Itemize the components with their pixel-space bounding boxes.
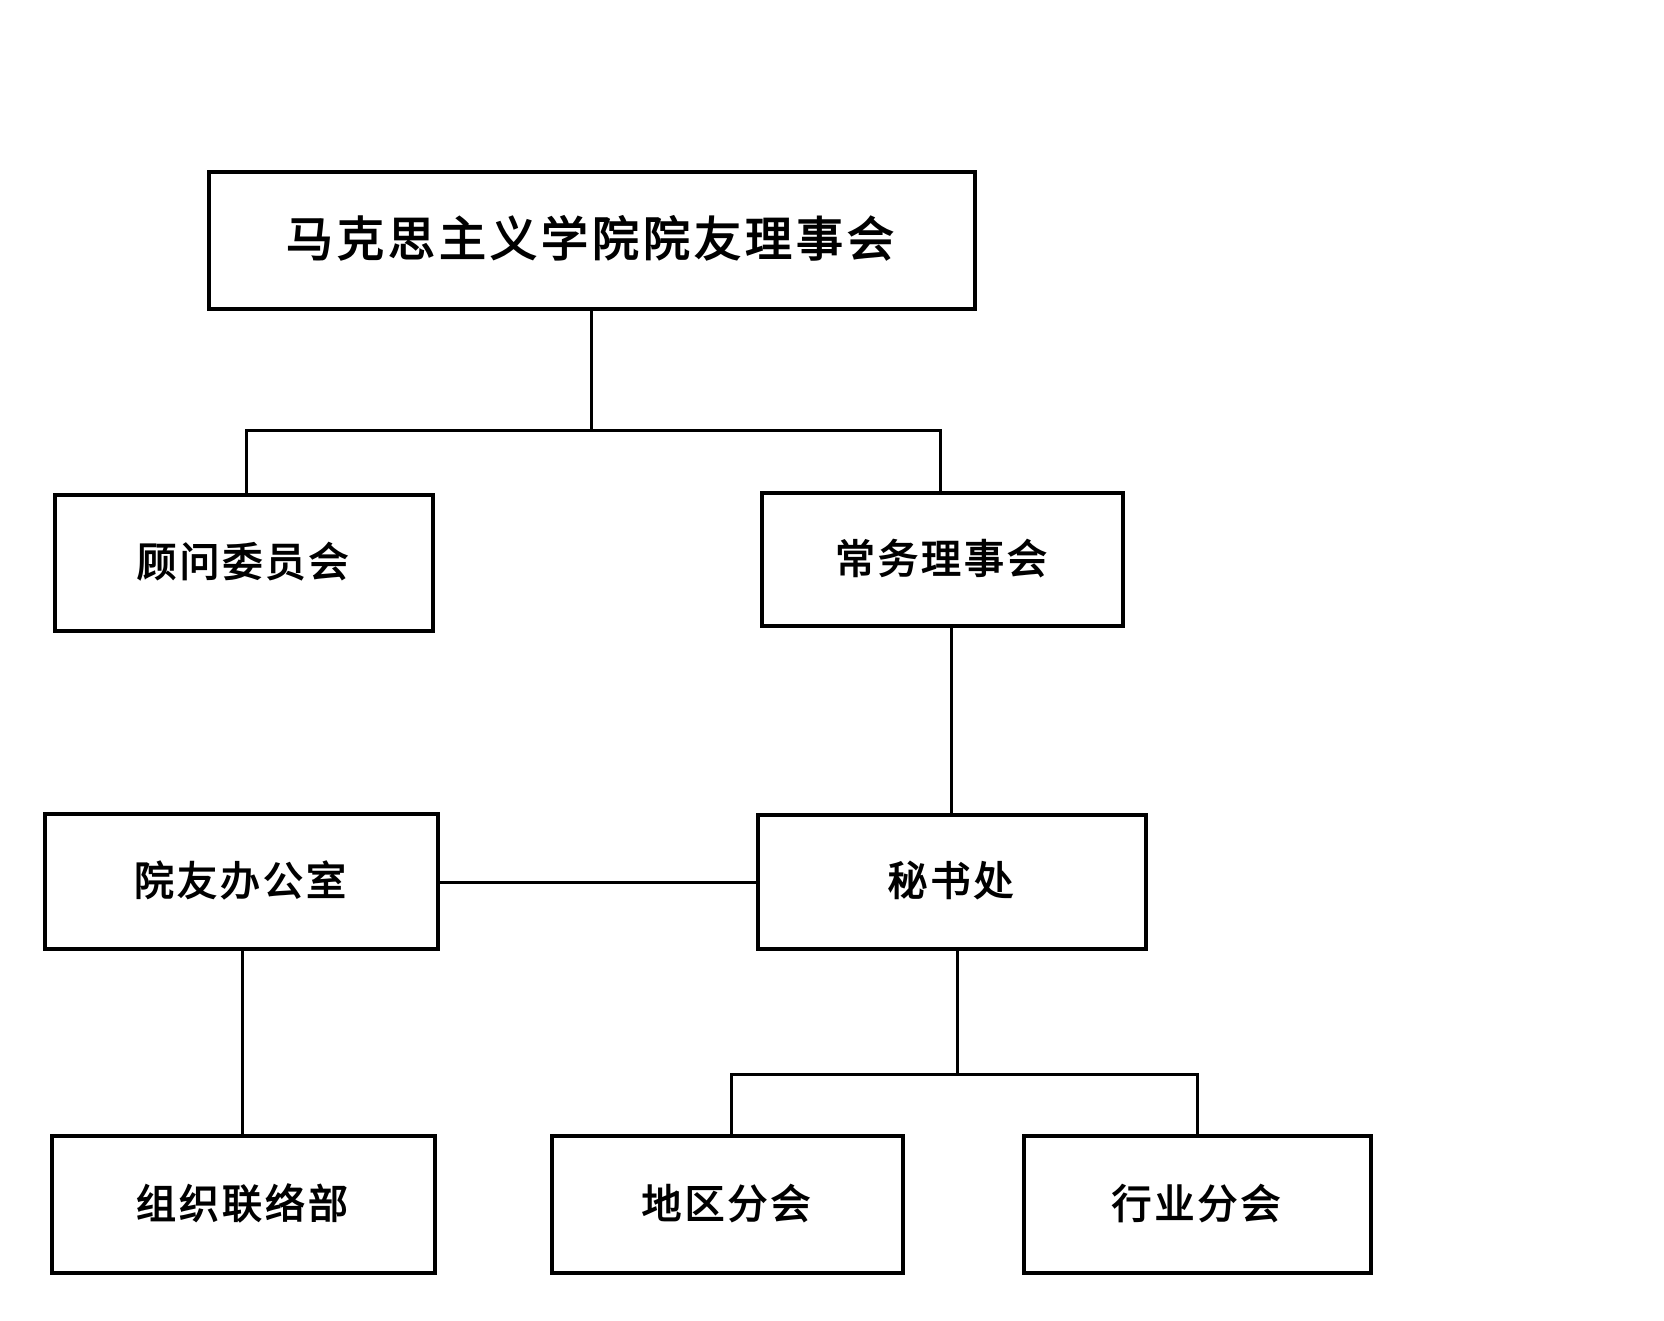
org-node-org-liaison-dept-label: 组织联络部 (136, 1182, 351, 1227)
org-node-advisory-committee: 顾问委员会 (53, 493, 435, 633)
org-node-org-liaison-dept: 组织联络部 (50, 1134, 437, 1275)
org-node-secretariat-label: 秘书处 (887, 860, 1017, 904)
connector-drop-advisory (245, 429, 248, 493)
org-node-standing-council: 常务理事会 (760, 491, 1125, 628)
connector-level1-crossbar (245, 429, 942, 432)
connector-council-stem (590, 310, 593, 429)
connector-alumni-office-to-secretariat (439, 881, 756, 884)
connector-drop-regional-branch (730, 1073, 733, 1134)
org-node-alumni-office-label: 院友办公室 (134, 859, 349, 904)
org-node-advisory-committee-label: 顾问委员会 (136, 541, 352, 585)
connector-standing-to-secretariat (950, 627, 953, 813)
org-node-alumni-office: 院友办公室 (43, 812, 440, 951)
org-node-council: 马克思主义学院院友理事会 (207, 170, 977, 311)
connector-secretariat-stem (956, 950, 959, 1073)
org-node-standing-council-label: 常务理事会 (835, 537, 1050, 582)
org-node-regional-branch: 地区分会 (550, 1134, 905, 1275)
connector-branches-crossbar (730, 1073, 1199, 1076)
org-node-secretariat: 秘书处 (756, 813, 1148, 951)
org-node-industry-branch: 行业分会 (1022, 1134, 1373, 1275)
org-node-regional-branch-label: 地区分会 (641, 1182, 814, 1227)
org-node-council-label: 马克思主义学院院友理事会 (286, 213, 898, 267)
org-node-industry-branch-label: 行业分会 (1111, 1182, 1284, 1227)
connector-drop-standing (939, 429, 942, 491)
connector-drop-industry-branch (1196, 1073, 1199, 1134)
connector-alumni-office-to-org-liaison (241, 950, 244, 1134)
